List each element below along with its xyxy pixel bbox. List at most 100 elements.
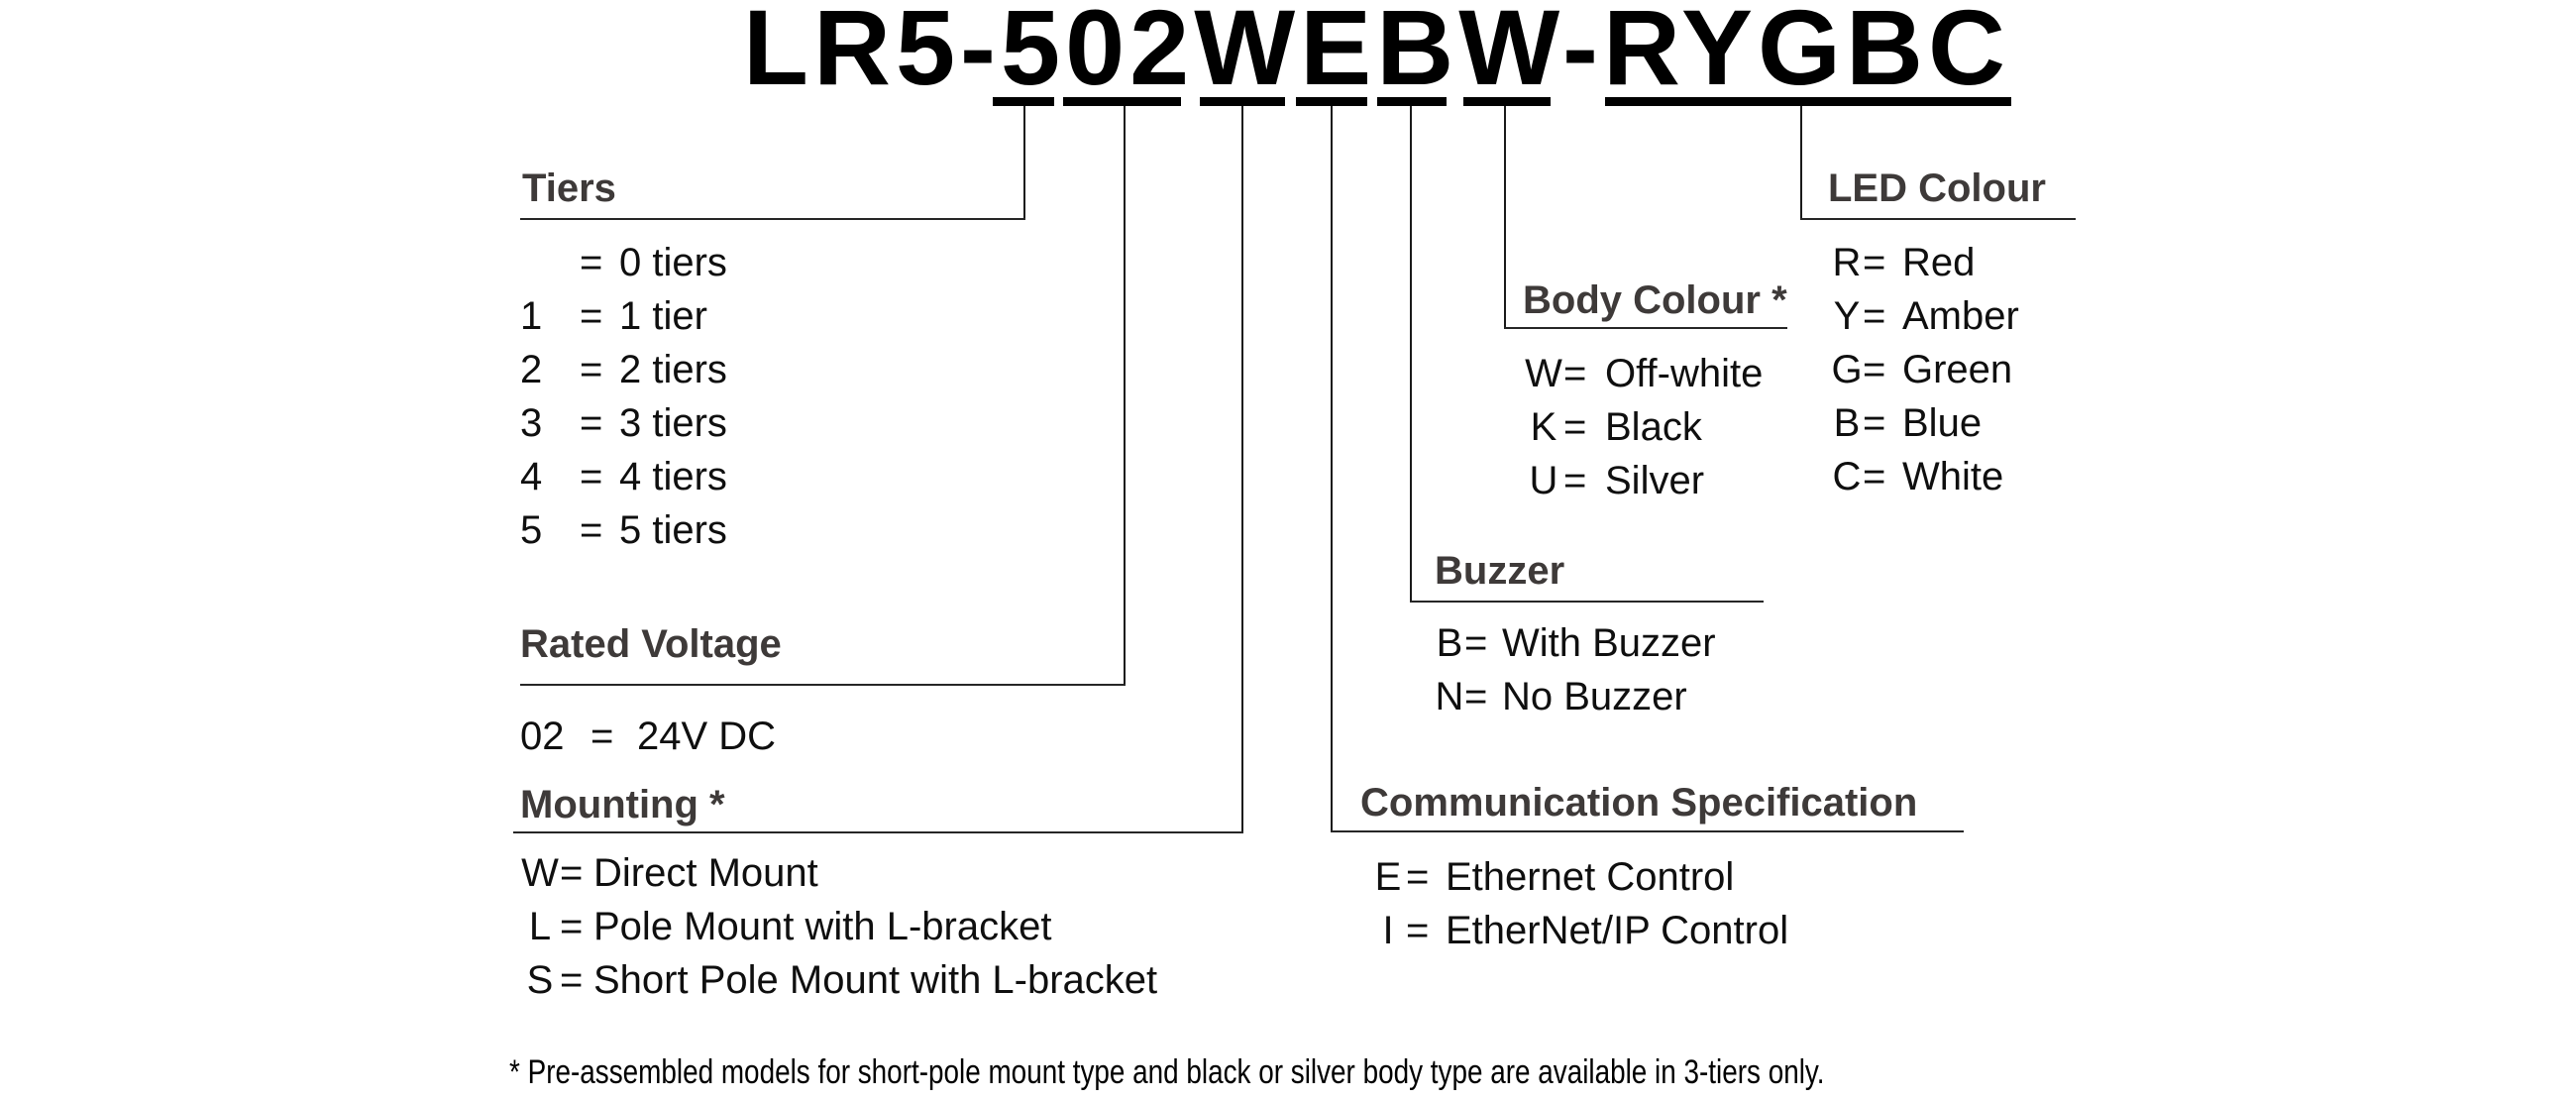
title-underline-communication [1296, 97, 1367, 106]
list-item: C= White [1831, 450, 2019, 503]
equals-sign: = [1563, 405, 1587, 449]
list-item: 1 = 1 tier [520, 289, 727, 343]
title-segment-prefix: LR5- [743, 0, 1001, 107]
list-item: 02=24V DC [520, 710, 776, 763]
option-value: Direct Mount [593, 851, 818, 895]
title-underline-voltage [1063, 97, 1181, 106]
list-item: Y=Amber [1831, 289, 2019, 343]
title-underline-mounting [1200, 97, 1285, 106]
list-item: U=Silver [1524, 454, 1763, 507]
list-item: 2=2 tiers [520, 343, 727, 396]
option-value: 1 tier [619, 294, 707, 338]
leader-line-body-colour [1504, 106, 1506, 329]
list-item: W=Off-white [1524, 347, 1763, 400]
rule-led-colour [1800, 218, 2076, 220]
equals-sign: = [580, 455, 603, 498]
option-code: N [1435, 675, 1464, 718]
equals-sign: = [1464, 675, 1488, 718]
title-segment-body-colour: W [1458, 0, 1562, 107]
rule-body-colour [1504, 327, 1787, 329]
option-value: With Buzzer [1502, 621, 1716, 665]
option-code: G [1831, 348, 1863, 391]
option-code: C [1832, 455, 1862, 498]
option-value: 0 tiers [619, 241, 727, 284]
list-item: = 0 tiers [520, 236, 727, 289]
option-code: Y [1833, 294, 1861, 338]
equals-sign: = [1464, 621, 1488, 665]
communication-options: E=Ethernet Control I = EtherNet/IP Control [1370, 850, 1788, 957]
heading-voltage: Rated Voltage [520, 622, 782, 666]
title-segment-hyphen: - [1561, 0, 1603, 107]
option-value: EtherNet/IP Control [1446, 909, 1789, 952]
list-item: E=Ethernet Control [1370, 850, 1788, 904]
list-item: R= Red [1831, 236, 2019, 289]
equals-sign: = [1406, 909, 1430, 952]
title-segment-communication: E [1300, 0, 1377, 107]
heading-body-colour: Body Colour * [1523, 278, 1787, 322]
list-item: B= With Buzzer [1435, 616, 1716, 670]
buzzer-options: B= With Buzzer N=No Buzzer [1435, 616, 1716, 723]
option-code: I [1382, 909, 1394, 952]
heading-tiers: Tiers [522, 166, 616, 210]
voltage-options: 02=24V DC [520, 710, 776, 763]
option-code: B [1436, 621, 1463, 665]
heading-buzzer: Buzzer [1435, 549, 1565, 593]
list-item: K=Black [1524, 400, 1763, 454]
option-value: Green [1902, 348, 2013, 391]
title-segment-buzzer: B [1376, 0, 1459, 107]
option-code: 02 [520, 715, 565, 758]
equals-sign: = [580, 401, 603, 445]
leader-line-buzzer [1410, 106, 1412, 603]
body-colour-options: W=Off-white K=Black U=Silver [1524, 347, 1763, 507]
option-value: White [1902, 455, 2004, 498]
rule-mounting [513, 831, 1243, 833]
option-value: Red [1902, 241, 1976, 284]
title-segment-led-colour: RYGBC [1602, 0, 2010, 107]
list-item: N=No Buzzer [1435, 670, 1716, 723]
equals-sign: = [1863, 241, 1886, 284]
mounting-options: W=Direct Mount L=Pole Mount with L-brack… [520, 846, 1157, 1007]
heading-led-colour: LED Colour [1828, 166, 2046, 210]
equals-sign: = [590, 715, 614, 758]
list-item: G= Green [1831, 343, 2019, 396]
led-colour-options: R=Red Y=Amber G=Green B=Blue C=White [1831, 236, 2019, 503]
option-code: 5 [520, 508, 543, 552]
leader-line-communication [1331, 106, 1333, 832]
equals-sign: = [560, 905, 584, 948]
equals-sign: = [1863, 348, 1886, 391]
tiers-options: =0 tiers 1=1 tier 2=2 tiers 3=3 tiers 4=… [520, 236, 727, 557]
list-item: B=Blue [1831, 396, 2019, 450]
list-item: S=Short Pole Mount with L-bracket [520, 953, 1158, 1007]
rule-communication [1331, 830, 1964, 832]
title-underline-led-colour [1605, 97, 2011, 106]
list-item: 4=4 tiers [520, 450, 727, 503]
list-item: 3=3 tiers [520, 396, 727, 450]
option-code: E [1374, 855, 1402, 899]
model-number-title: LR5-502WEBW-RYGBC [743, 0, 2010, 107]
rule-tiers [520, 218, 1025, 220]
title-segment-voltage: 02 [1065, 0, 1195, 107]
option-code: 1 [520, 294, 543, 338]
option-code: K [1530, 405, 1557, 449]
option-code [520, 236, 580, 289]
option-code: 4 [520, 455, 543, 498]
leader-line-voltage [1124, 106, 1126, 686]
equals-sign: = [580, 241, 603, 284]
title-underline-tiers [993, 97, 1054, 106]
option-value: Silver [1605, 459, 1705, 502]
rule-voltage [520, 684, 1126, 686]
equals-sign: = [1863, 455, 1886, 498]
option-value: Off-white [1605, 352, 1764, 395]
option-value: Ethernet Control [1446, 855, 1735, 899]
equals-sign: = [580, 348, 603, 391]
option-value: 3 tiers [619, 401, 727, 445]
equals-sign: = [580, 294, 603, 338]
title-underline-buzzer [1377, 97, 1447, 106]
option-code: B [1833, 401, 1861, 445]
equals-sign: = [1863, 294, 1886, 338]
option-code: R [1832, 241, 1862, 284]
leader-line-tiers [1023, 106, 1025, 220]
heading-mounting: Mounting * [520, 783, 725, 826]
list-item: I = EtherNet/IP Control [1370, 904, 1788, 957]
